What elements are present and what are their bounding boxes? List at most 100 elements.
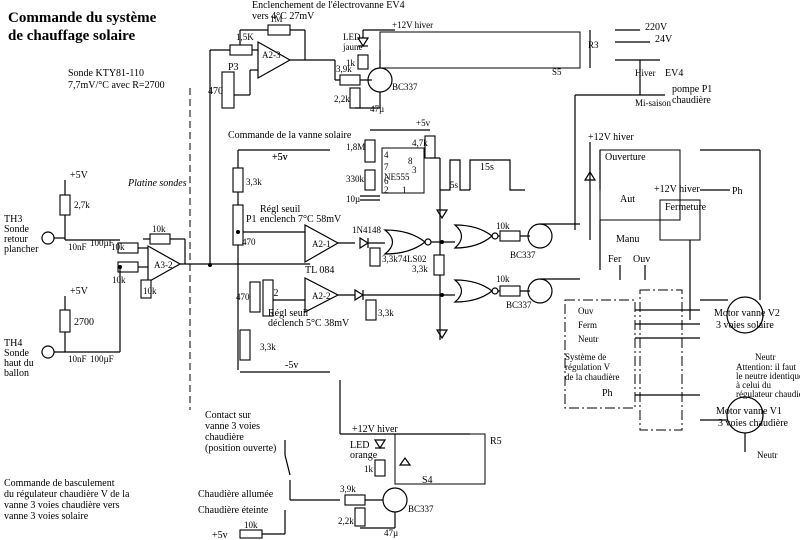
resistor-1-8m bbox=[364, 139, 376, 163]
diode-a2-2 bbox=[354, 288, 365, 302]
label-chaudiere-eteinte: Chaudière éteinte bbox=[198, 505, 269, 516]
label-motor-v1-2: 3 voies chaudière bbox=[718, 418, 789, 429]
resistor-1k-low bbox=[374, 459, 386, 477]
resistor-2-2k-top-label: 2,2k bbox=[334, 94, 350, 104]
resistor-10k-b-label: 10k bbox=[112, 275, 126, 285]
opamp-a2-2-label: A2-2 bbox=[312, 291, 331, 301]
diode-1n4148 bbox=[359, 236, 370, 250]
relay-block-dashed bbox=[639, 289, 683, 431]
diode-triangle-1 bbox=[435, 209, 449, 220]
resistor-1m-label: 1M bbox=[270, 14, 283, 24]
label-sys-2: régulation V bbox=[565, 362, 611, 372]
resistor-3-9k-top-label: 3,9k bbox=[336, 64, 352, 74]
transistor-bc337-low bbox=[527, 278, 553, 304]
resistor-1k-top bbox=[357, 54, 369, 70]
label-pompe-2: chaudière bbox=[672, 95, 711, 106]
resistor-3-3k-a-label: 3,3k bbox=[246, 177, 262, 187]
label-manu: Manu bbox=[616, 234, 639, 245]
resistor-2-2k-low bbox=[354, 507, 366, 527]
label-th3-2: Sonde bbox=[4, 224, 30, 235]
potentiometer-p1-label: P1 bbox=[246, 214, 257, 225]
label-regl-enc-1: Régl seuil bbox=[260, 204, 300, 215]
opamp-a2-1-label: A2-1 bbox=[312, 239, 331, 249]
capacitor-47u-low-label: 47µ bbox=[384, 528, 398, 538]
resistor-1m bbox=[267, 24, 291, 36]
resistor-10k-bottom-label: 10k bbox=[244, 520, 258, 530]
capacitor-10nf-2-label: 10nF bbox=[68, 354, 87, 364]
label-plus5v-bottom: +5v bbox=[212, 530, 228, 540]
sensor-th3 bbox=[41, 231, 55, 245]
label-regl-dec-2: déclench 5°C 38mV bbox=[268, 318, 350, 329]
resistor-2700 bbox=[59, 309, 71, 333]
pulse-15s bbox=[469, 159, 525, 191]
label-plus5v-ref: +5v bbox=[272, 152, 288, 163]
resistor-3-3k-e bbox=[239, 329, 251, 361]
resistor-3-3k-b bbox=[369, 247, 381, 267]
potentiometer-p3-label: P3 bbox=[228, 62, 239, 73]
led-yellow-label-2: jaune bbox=[342, 42, 363, 52]
resistor-10k-d bbox=[140, 279, 152, 299]
resistor-10k-e bbox=[499, 230, 521, 242]
label-24v: 24V bbox=[655, 34, 673, 45]
led-orange-label-2: orange bbox=[350, 450, 378, 461]
resistor-2-2k-top bbox=[349, 87, 361, 109]
pin-6: 6 bbox=[384, 176, 389, 186]
capacitor-10nf-1-label: 10nF bbox=[68, 242, 87, 252]
resistor-3-3k-d bbox=[365, 299, 377, 321]
label-regl-enc-2: enclench 7°C 58mV bbox=[260, 214, 342, 225]
transistor-bc337-mid-label: BC337 bbox=[510, 250, 536, 260]
potentiometer-p3 bbox=[221, 71, 235, 109]
resistor-3-3k-a bbox=[232, 167, 244, 193]
resistor-10k-a-label: 10k bbox=[111, 242, 125, 252]
opamp-a3-2-label: A3-2 bbox=[154, 260, 173, 270]
diagram-title-line2: de chauffage solaire bbox=[8, 28, 136, 44]
timer-ne555-label: NE555 bbox=[384, 172, 410, 182]
resistor-2700-label: 2700 bbox=[74, 317, 94, 328]
resistor-1-5k-label: 1,5K bbox=[236, 32, 254, 42]
label-ev4: EV4 bbox=[665, 68, 683, 79]
label-basculement-1: Commande de basculement bbox=[4, 478, 115, 489]
label-regl-dec-1: Régl seuil bbox=[268, 308, 308, 319]
timer-ne555 bbox=[381, 147, 425, 194]
resistor-3-3k-c-label: 3,3k bbox=[412, 264, 428, 274]
label-th3-4: plancher bbox=[4, 244, 39, 255]
label-sys-3: de la chaudière bbox=[565, 372, 619, 382]
capacitor-10u-label: 10µ bbox=[346, 194, 360, 204]
pin-3: 3 bbox=[412, 165, 417, 175]
diagram-title-line1: Commande du système bbox=[8, 10, 157, 26]
label-sys-1: Système de bbox=[565, 352, 606, 362]
resistor-10k-f bbox=[499, 285, 521, 297]
relay-s5-label: S5 bbox=[552, 67, 562, 77]
resistor-10k-e-label: 10k bbox=[496, 221, 510, 231]
opamp-a2-1: A2-1 bbox=[304, 223, 340, 264]
relay-s4-label: S4 bbox=[422, 475, 433, 486]
label-plus12-hiver-mid: +12V hiver bbox=[654, 184, 700, 195]
label-plus12-hiver-right: +12V hiver bbox=[588, 132, 634, 143]
label-plus5v-a: +5V bbox=[70, 170, 89, 181]
transistor-bc337-low-label: BC337 bbox=[506, 300, 532, 310]
resistor-2-7k-label: 2,7k bbox=[74, 200, 90, 210]
pin-1: 1 bbox=[402, 185, 407, 195]
regulation-system-box bbox=[564, 299, 636, 409]
label-plus12-hiver-low: +12V hiver bbox=[352, 424, 398, 435]
pin-8: 8 bbox=[408, 156, 413, 166]
pin-7: 7 bbox=[384, 162, 389, 172]
resistor-10k-c bbox=[149, 233, 171, 245]
diode-1n4148-label: 1N4148 bbox=[352, 225, 381, 235]
label-fer: Fer bbox=[608, 254, 622, 265]
resistor-1-8m-label: 1,8M bbox=[346, 142, 365, 152]
label-attention-4: régulateur chaudière bbox=[736, 389, 800, 399]
potentiometer-p1-value: 470 bbox=[242, 237, 256, 247]
label-plus5v-b: +5V bbox=[70, 286, 89, 297]
potentiometer-p2 bbox=[262, 279, 274, 317]
label-hiver: Hiver bbox=[635, 68, 656, 78]
resistor-10k-bottom bbox=[239, 529, 263, 539]
resistor-2-2k-low-label: 2,2k bbox=[338, 516, 354, 526]
label-ph-low: Ph bbox=[602, 388, 613, 399]
led-orange-label-1: LED bbox=[350, 440, 369, 451]
label-th4-1: TH4 bbox=[4, 338, 22, 349]
resistor-1k-top-label: 1k bbox=[346, 58, 356, 68]
label-ouv-reg: Ouv bbox=[578, 306, 594, 316]
pulse-5s-label: 5s bbox=[450, 180, 459, 190]
